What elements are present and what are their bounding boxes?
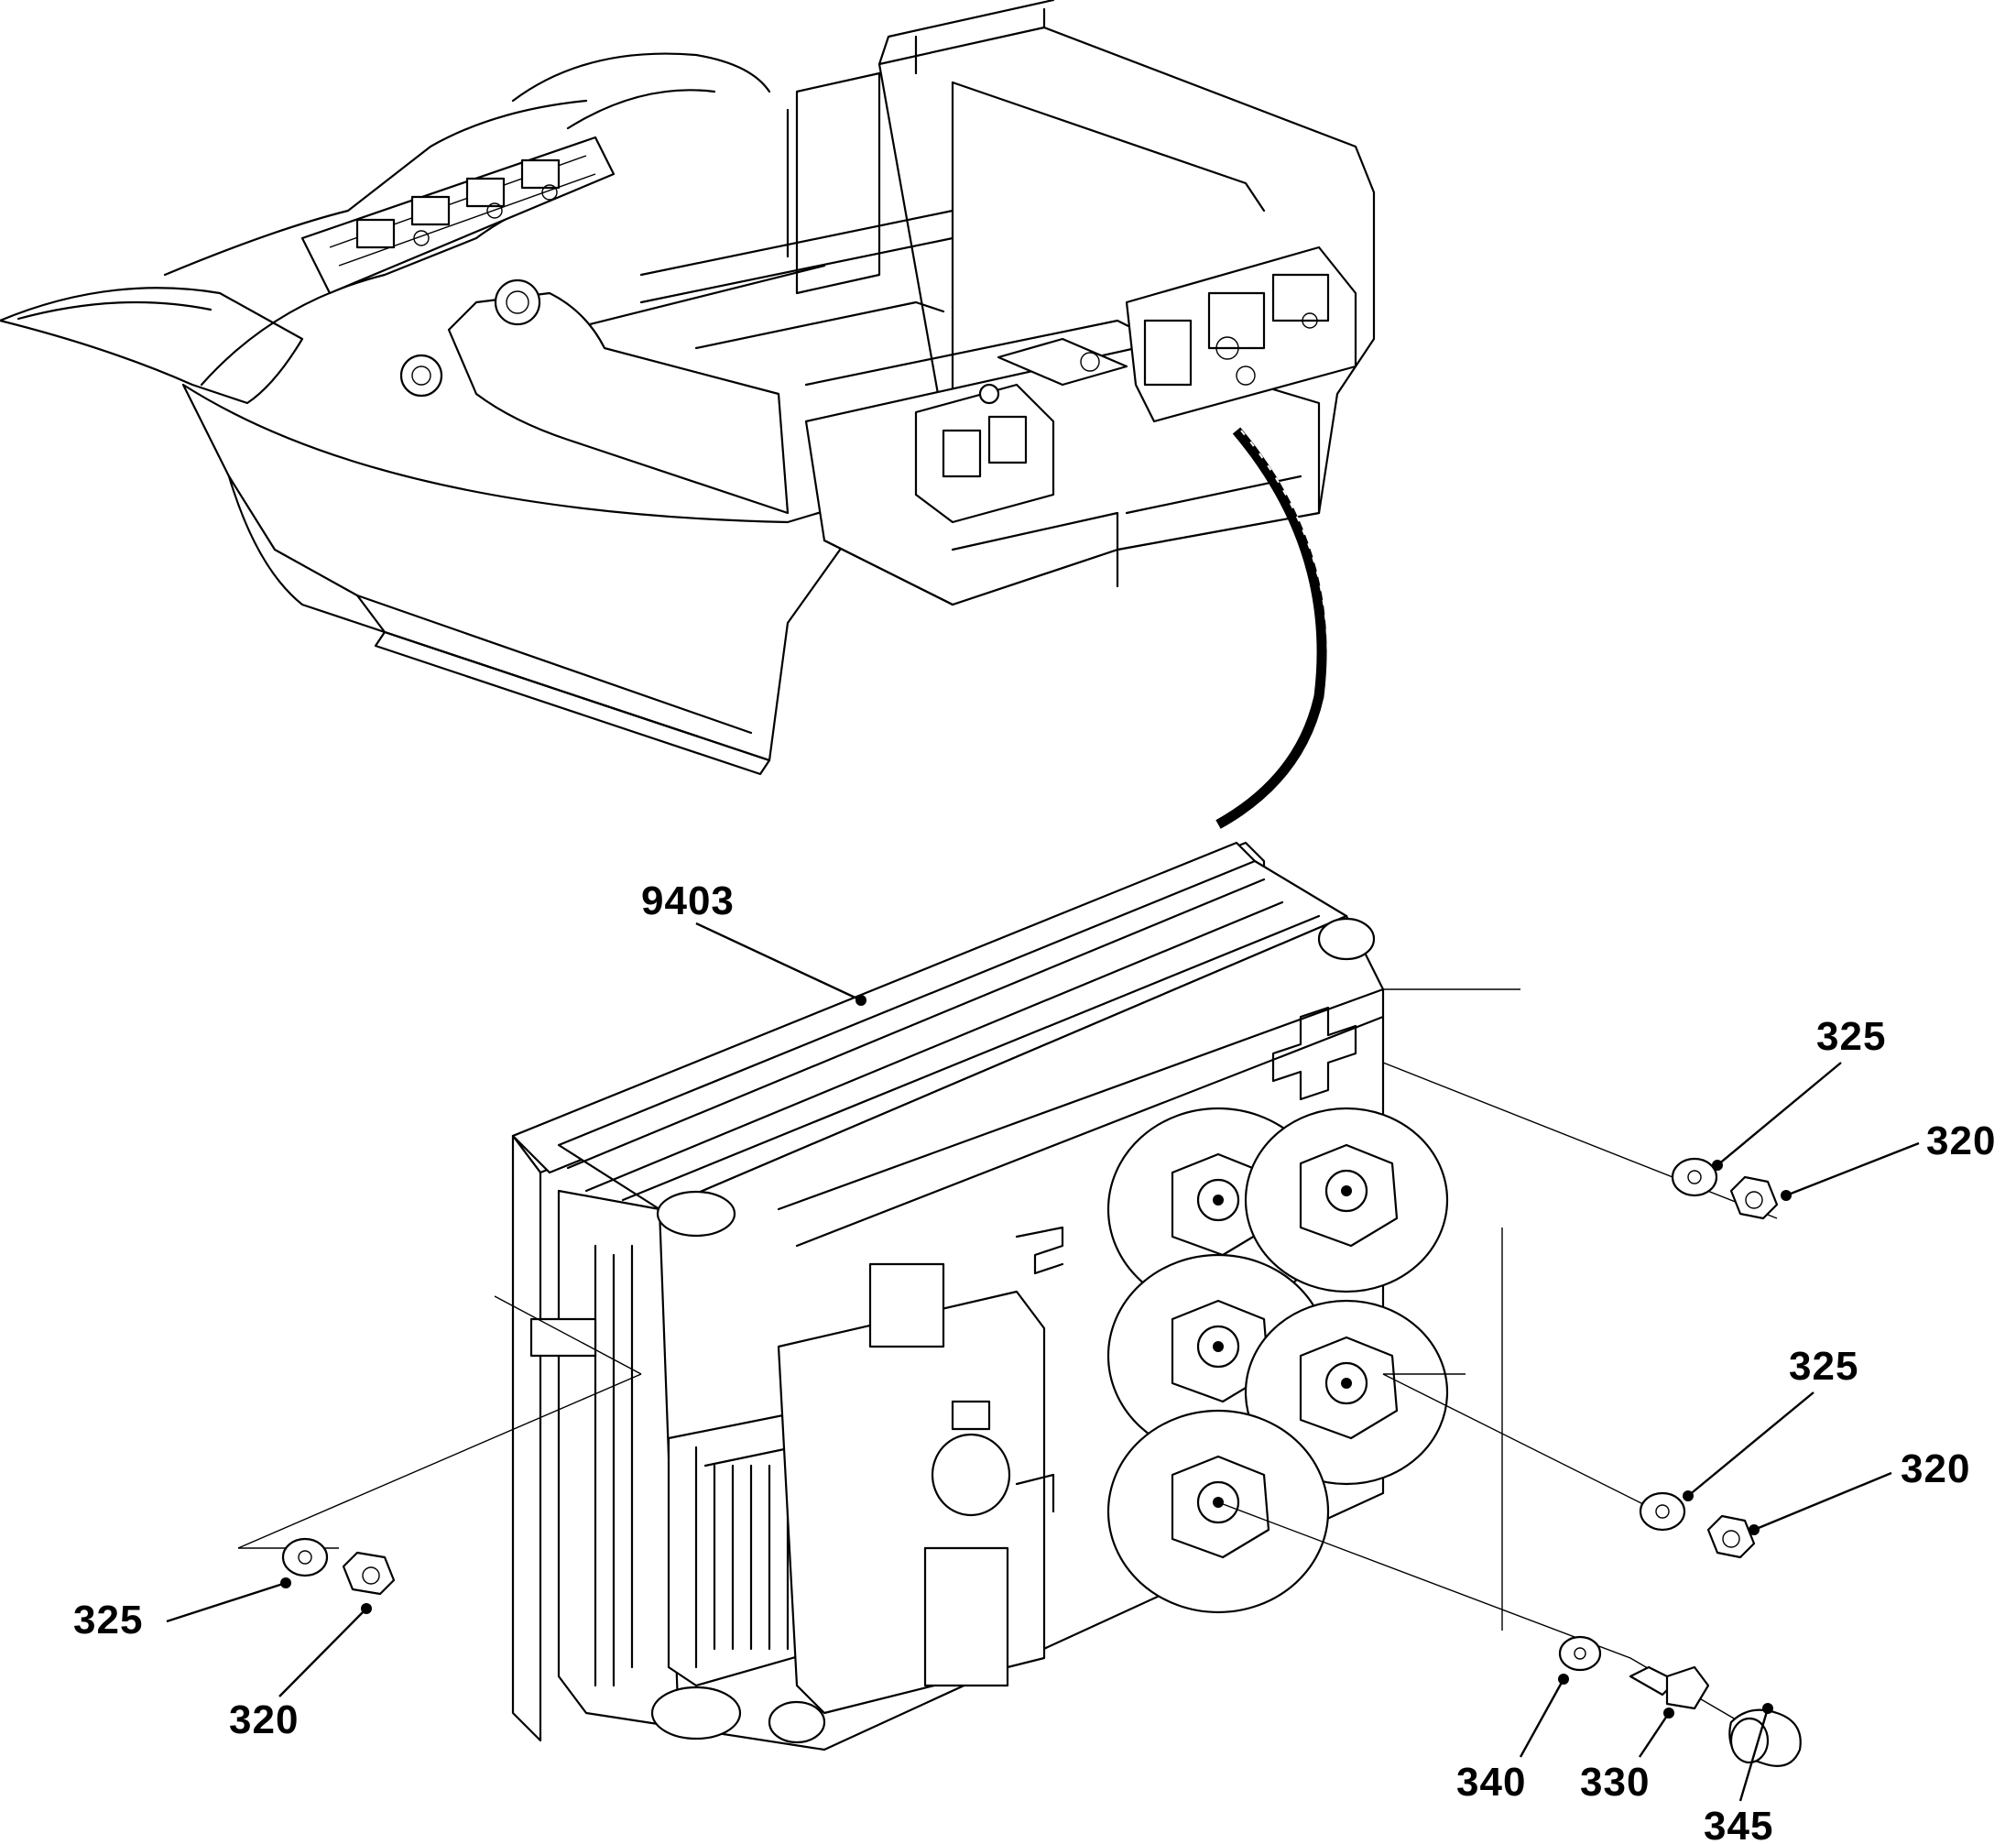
callout-320-middle: 320 <box>1749 1446 1970 1535</box>
callout-325-upper: 325 <box>1712 1014 1886 1171</box>
power-terminal-studs <box>1106 1107 1449 1614</box>
callout-label-340: 340 <box>1456 1760 1526 1805</box>
callout-label-330: 330 <box>1580 1760 1650 1805</box>
callout-label-9403: 9403 <box>641 878 735 923</box>
callout-330: 330 <box>1580 1708 1674 1805</box>
callout-label-320-left: 320 <box>229 1697 299 1742</box>
motor-controller-9403 <box>511 841 1449 1751</box>
callout-320-left: 320 <box>229 1603 372 1742</box>
callout-325-middle: 325 <box>1683 1344 1858 1501</box>
callout-label-320-middle: 320 <box>1901 1446 1970 1491</box>
callout-9403: 9403 <box>641 878 866 1006</box>
chassis-frame-assembly <box>0 0 1376 829</box>
callout-325-left: 325 <box>73 1577 291 1642</box>
connector-cluster-right <box>1125 246 1357 423</box>
callout-340: 340 <box>1456 1674 1569 1805</box>
connector-cluster-left <box>300 136 616 295</box>
exploded-hardware <box>237 988 1802 1767</box>
callout-label-325-middle: 325 <box>1789 1344 1858 1389</box>
callout-320-upper: 320 <box>1781 1118 1996 1201</box>
callout-label-325-upper: 325 <box>1816 1014 1886 1059</box>
callout-345: 345 <box>1704 1703 1773 1844</box>
callout-label-345: 345 <box>1704 1804 1773 1844</box>
callout-label-325-left: 325 <box>73 1598 143 1642</box>
callout-label-320-upper: 320 <box>1926 1118 1996 1163</box>
